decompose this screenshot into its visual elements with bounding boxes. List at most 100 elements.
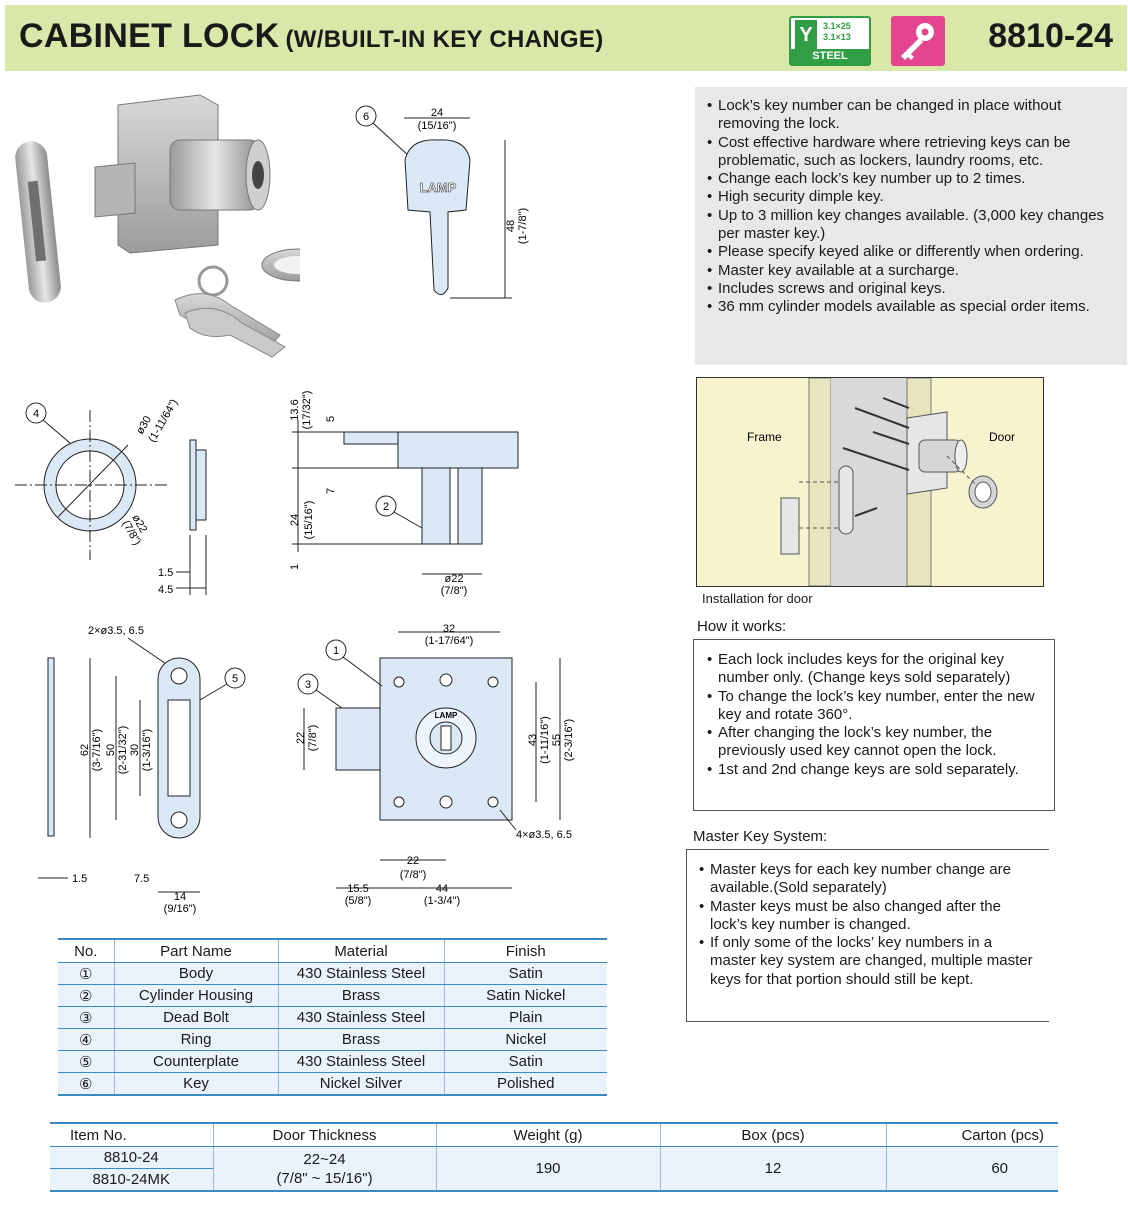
installation-caption: Installation for door <box>702 591 813 606</box>
key-width-dim: 24 <box>431 107 443 119</box>
front-h2: 55 <box>551 734 563 746</box>
master-key-title: Master Key System: <box>693 828 828 845</box>
front-bolt-w-in: (5/8") <box>345 895 372 907</box>
counterplate-h2-in: (2-31/32") <box>117 726 129 775</box>
counterplate-h1: 62 <box>79 744 91 756</box>
part-no-cell: ⑤ <box>58 1050 114 1073</box>
key-icon <box>901 23 934 60</box>
ring-drawing: 4 ø30 (1-11/64") ø22 (7/8") 1.5 4.5 <box>15 397 207 596</box>
feature-item: Master key available at a surcharge. <box>695 262 1115 281</box>
installation-illustration: Frame Door <box>697 378 1043 586</box>
table-row: ⑥ Key Nickel Silver Polished <box>58 1072 607 1096</box>
features-list: Lock’s key number can be changed in plac… <box>695 97 1115 317</box>
material-cell: Nickel Silver <box>277 1072 444 1096</box>
front-callout-body: 1 <box>333 645 339 657</box>
subtitle-text: (W/BUILT-IN KEY CHANGE) <box>285 26 604 53</box>
item-no-1: 8810-24 <box>50 1147 213 1169</box>
counterplate-h3: 30 <box>129 744 141 756</box>
front-center-in: (7/8") <box>400 869 427 881</box>
material-cell: Brass <box>277 984 444 1007</box>
front-bolt-h-in: (7/8") <box>307 725 319 752</box>
key-width-in: (15/16") <box>418 120 457 132</box>
part-no-cell: ② <box>58 984 114 1007</box>
part-name-cell: Key <box>113 1072 278 1096</box>
finish-cell: Satin <box>443 962 607 985</box>
weight-cell: 190 <box>435 1146 660 1192</box>
key-brand: LAMP <box>420 180 457 195</box>
front-bolt-w: 15.5 <box>347 883 368 895</box>
material-cell: 430 Stainless Steel <box>277 962 444 985</box>
part-name-cell: Body <box>113 962 278 985</box>
header-cell: Material <box>277 938 444 963</box>
front-brand: LAMP <box>435 711 458 720</box>
title-bar: CABINET LOCK(W/BUILT-IN KEY CHANGE) Y 3.… <box>5 5 1127 71</box>
steel-label: STEEL <box>791 49 869 64</box>
part-no-cell: ⑥ <box>58 1072 114 1096</box>
table-row: 8810-24 8810-24MK 22~24 (7/8" ~ 15/16") … <box>50 1146 1058 1192</box>
frame-label: Frame <box>747 430 782 444</box>
installation-diagram: Frame Door <box>696 377 1044 587</box>
side-dim-5: 1 <box>289 564 301 570</box>
front-h1: 43 <box>527 734 539 746</box>
feature-item: Cost effective hardware where retrieving… <box>695 134 1115 171</box>
front-h1-in: (1-11/16") <box>539 716 551 764</box>
parts-table: No. Part Name Material Finish ① Body 430… <box>58 938 607 1096</box>
side-dia: ø22 <box>445 573 464 585</box>
side-dim-1: 13.6 <box>289 399 301 420</box>
feature-item: Includes screws and original keys. <box>695 280 1115 299</box>
table-row: ③ Dead Bolt 430 Stainless Steel Plain <box>58 1006 607 1029</box>
header-cell: No. <box>58 938 114 963</box>
how-it-works-item: After changing the lock’s key number, th… <box>694 724 1044 761</box>
master-key-box: Master keys for each key number change a… <box>686 849 1049 1022</box>
table-row: ① Body 430 Stainless Steel Satin <box>58 962 607 985</box>
table-row: ② Cylinder Housing Brass Satin Nickel <box>58 984 607 1007</box>
feature-item: Please specify keyed alike or differentl… <box>695 243 1115 262</box>
ring-callout: 4 <box>33 408 39 420</box>
counterplate-h2: 50 <box>105 744 117 756</box>
how-it-works-box: Each lock includes keys for the original… <box>693 639 1055 811</box>
counterplate-drawing: 2×ø3.5, 6.5 5 62 (3-7/16") 50 (2-31/32")… <box>38 625 246 915</box>
front-total-w-in: (1-3/4") <box>424 895 460 907</box>
steel-spec-2: 3.1×13 <box>823 32 851 42</box>
part-name-cell: Cylinder Housing <box>113 984 278 1007</box>
how-it-works-title: How it works: <box>697 618 787 635</box>
header-cell: Weight (g) <box>435 1122 660 1147</box>
how-it-works-item: Each lock includes keys for the original… <box>694 651 1044 688</box>
feature-item: Lock’s key number can be changed in plac… <box>695 97 1115 134</box>
material-cell: 430 Stainless Steel <box>277 1006 444 1029</box>
how-it-works-item: 1st and 2nd change keys are sold separat… <box>694 761 1044 780</box>
how-it-works-item: To change the lock’s key number, enter t… <box>694 688 1044 725</box>
feature-item: Up to 3 million key changes available. (… <box>695 207 1115 244</box>
part-name-cell: Dead Bolt <box>113 1006 278 1029</box>
front-bolt-h: 22 <box>295 732 307 744</box>
front-callout-bolt: 3 <box>305 679 311 691</box>
key-callout: 6 <box>363 111 369 123</box>
table-row: ⑤ Counterplate 430 Stainless Steel Satin <box>58 1050 607 1073</box>
master-key-list: Master keys for each key number change a… <box>687 861 1037 989</box>
ring-thickness-2: 4.5 <box>158 584 173 596</box>
feature-item: 36 mm cylinder models available as speci… <box>695 298 1115 317</box>
table-row: ④ Ring Brass Nickel <box>58 1028 607 1051</box>
front-total-w: 44 <box>436 883 448 895</box>
header-cell: Item No. <box>50 1122 213 1147</box>
carton-cell: 60 <box>885 1146 1058 1192</box>
side-dim-4-in: (15/16") <box>303 501 315 540</box>
item-no-cell: 8810-24 8810-24MK <box>50 1146 213 1192</box>
material-cell: 430 Stainless Steel <box>277 1050 444 1073</box>
door-thickness-cell: 22~24 (7/8" ~ 15/16") <box>212 1146 436 1192</box>
counterplate-w1: 7.5 <box>134 873 149 885</box>
counterplate-h3-in: (1-3/16") <box>141 729 153 771</box>
box-cell: 12 <box>659 1146 886 1192</box>
door-thickness-mm: 22~24 <box>303 1150 346 1168</box>
front-center-dim: 22 <box>407 855 419 867</box>
spec-table: Item No. Door Thickness Weight (g) Box (… <box>50 1122 1058 1192</box>
part-no-cell: ① <box>58 962 114 985</box>
master-key-item: If only some of the locks’ key numbers i… <box>687 934 1037 989</box>
steel-spec-1: 3.1×25 <box>823 21 851 31</box>
feature-item: Change each lock’s key number up to 2 ti… <box>695 170 1115 189</box>
front-h2-in: (2-3/16") <box>563 719 575 761</box>
finish-cell: Satin Nickel <box>443 984 607 1007</box>
counterplate-w2-in: (9/16") <box>164 903 197 915</box>
parts-table-header: No. Part Name Material Finish <box>58 938 607 963</box>
